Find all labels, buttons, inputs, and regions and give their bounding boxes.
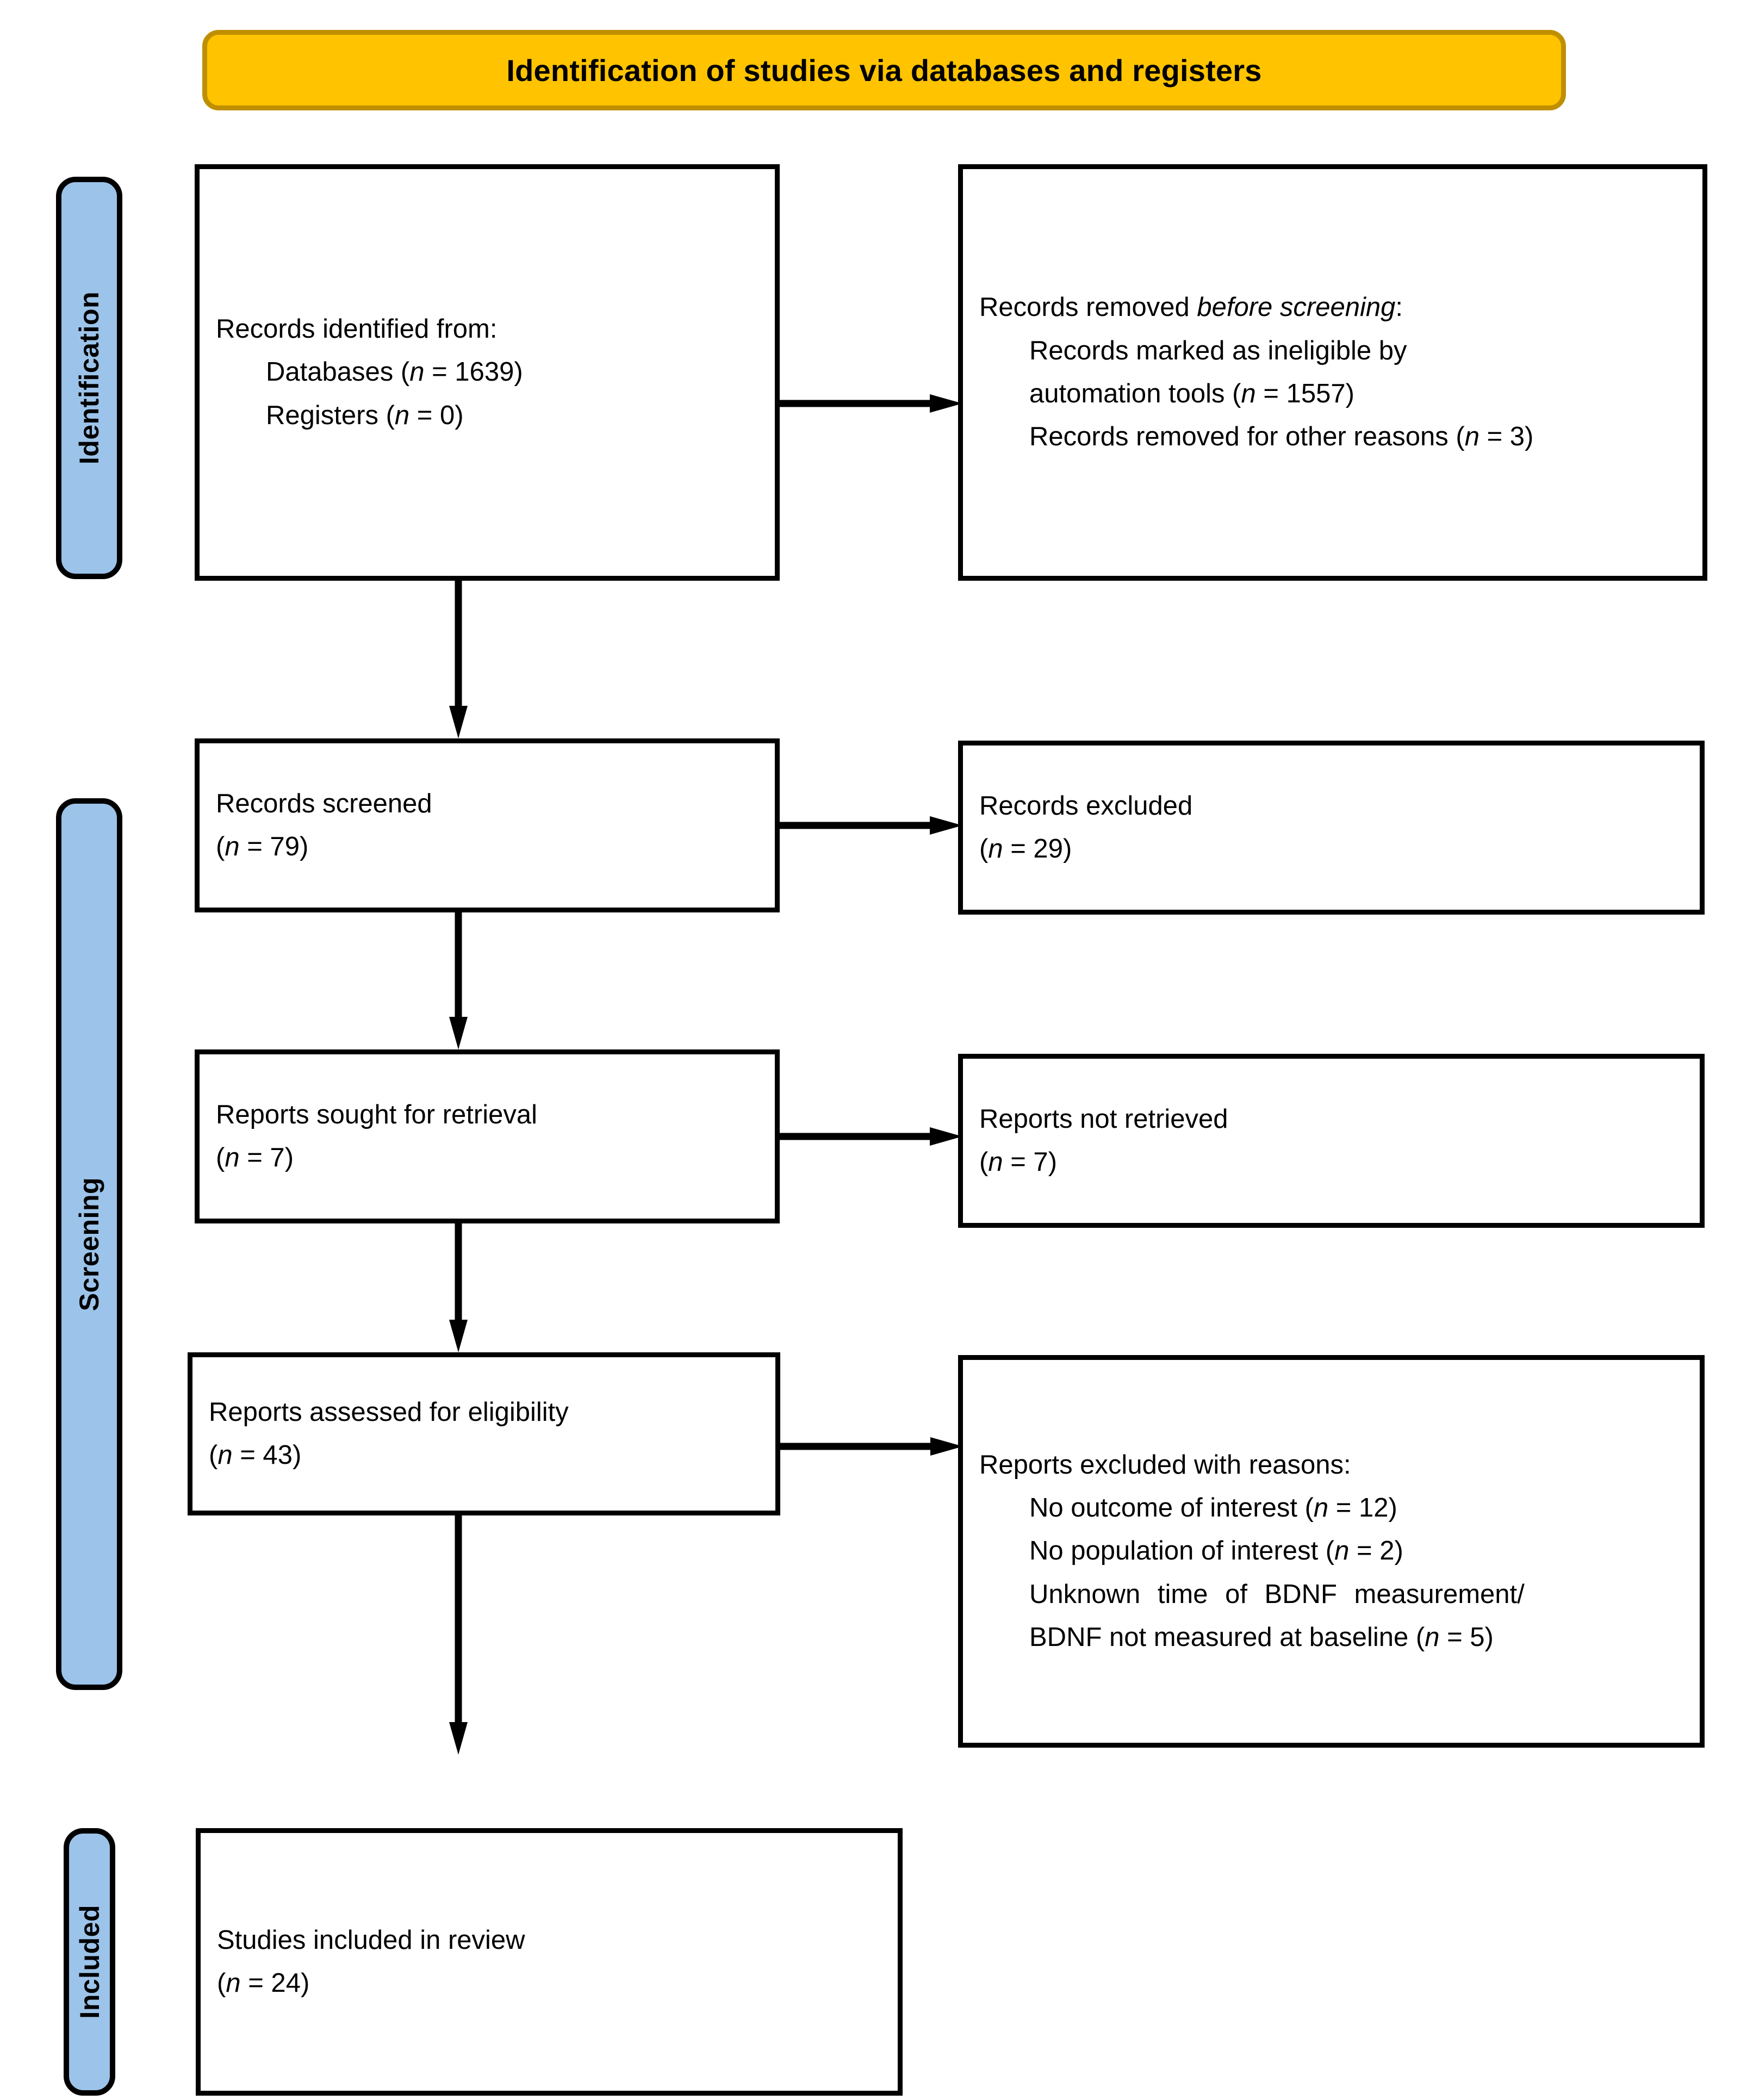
phase-included-text: Included (74, 1905, 105, 2019)
phase-label-screening: Screening (56, 798, 122, 1690)
records-identified-databases: Databases (n = 1639) (266, 357, 523, 387)
header-banner: Identification of studies via databases … (202, 30, 1566, 110)
reports-not-retrieved-count: (n = 7) (979, 1147, 1058, 1177)
reports-sought-label: Reports sought for retrieval (216, 1099, 537, 1129)
arrow-assessed-to-excluded-reasons-icon (780, 1437, 963, 1456)
reports-excluded-heading: Reports excluded with reasons: (979, 1450, 1351, 1480)
box-reports-assessed-for-eligibility: Reports assessed for eligibility (n = 43… (188, 1352, 780, 1515)
phase-identification-text: Identification (74, 291, 104, 465)
arrow-assessed-down-icon (449, 1515, 468, 1755)
phase-screening-text: Screening (74, 1177, 104, 1312)
reason-no-population: No population of interest (n = 2) (1029, 1536, 1403, 1566)
box-records-excluded: Records excluded (n = 29) (958, 741, 1705, 915)
arrow-identified-down-icon (449, 581, 468, 738)
box-studies-included-in-review: Studies included in review (n = 24) (196, 1828, 903, 2096)
reason-bdnf-line1: Unknown time of BDNF measurement/ (1029, 1579, 1525, 1609)
reports-assessed-label: Reports assessed for eligibility (209, 1397, 569, 1427)
reports-assessed-count: (n = 43) (209, 1440, 302, 1470)
box-records-removed-before-screening: Records removed before screening: Record… (958, 164, 1707, 581)
box-records-identified: Records identified from: Databases (n = … (195, 164, 780, 581)
phase-label-identification: Identification (56, 177, 122, 579)
records-removed-other-reasons: Records removed for other reasons (n = 3… (1029, 422, 1534, 452)
banner-title: Identification of studies via databases … (506, 53, 1262, 88)
box-reports-sought-for-retrieval: Reports sought for retrieval (n = 7) (195, 1049, 780, 1223)
records-removed-ineligible-line2: automation tools (n = 1557) (1029, 379, 1354, 408)
arrow-screened-down-icon (449, 912, 468, 1049)
arrow-sought-down-icon (449, 1223, 468, 1352)
records-identified-heading: Records identified from: (216, 314, 498, 344)
reports-not-retrieved-label: Reports not retrieved (979, 1104, 1228, 1134)
records-excluded-label: Records excluded (979, 791, 1193, 821)
reason-no-outcome: No outcome of interest (n = 12) (1029, 1493, 1397, 1523)
reason-bdnf-line2: BDNF not measured at baseline (n = 5) (1029, 1623, 1494, 1652)
phase-label-included: Included (64, 1828, 115, 2096)
records-screened-label: Records screened (216, 788, 432, 818)
box-reports-excluded-with-reasons: Reports excluded with reasons: No outcom… (958, 1355, 1705, 1748)
records-screened-count: (n = 79) (216, 832, 309, 861)
studies-included-label: Studies included in review (217, 1925, 525, 1955)
arrow-screened-to-excluded-icon (779, 816, 962, 835)
records-removed-ineligible-line1: Records marked as ineligible by (1029, 335, 1407, 365)
box-reports-not-retrieved: Reports not retrieved (n = 7) (958, 1054, 1705, 1228)
records-identified-registers: Registers (n = 0) (266, 400, 464, 430)
box-records-screened: Records screened (n = 79) (195, 738, 780, 912)
studies-included-count: (n = 24) (217, 1968, 310, 1998)
records-removed-heading: Records removed before screening: (979, 293, 1403, 322)
arrow-sought-to-not-retrieved-icon (779, 1127, 962, 1146)
arrow-identified-to-removed-icon (779, 394, 962, 413)
reports-sought-count: (n = 7) (216, 1143, 294, 1172)
records-excluded-count: (n = 29) (979, 834, 1072, 863)
